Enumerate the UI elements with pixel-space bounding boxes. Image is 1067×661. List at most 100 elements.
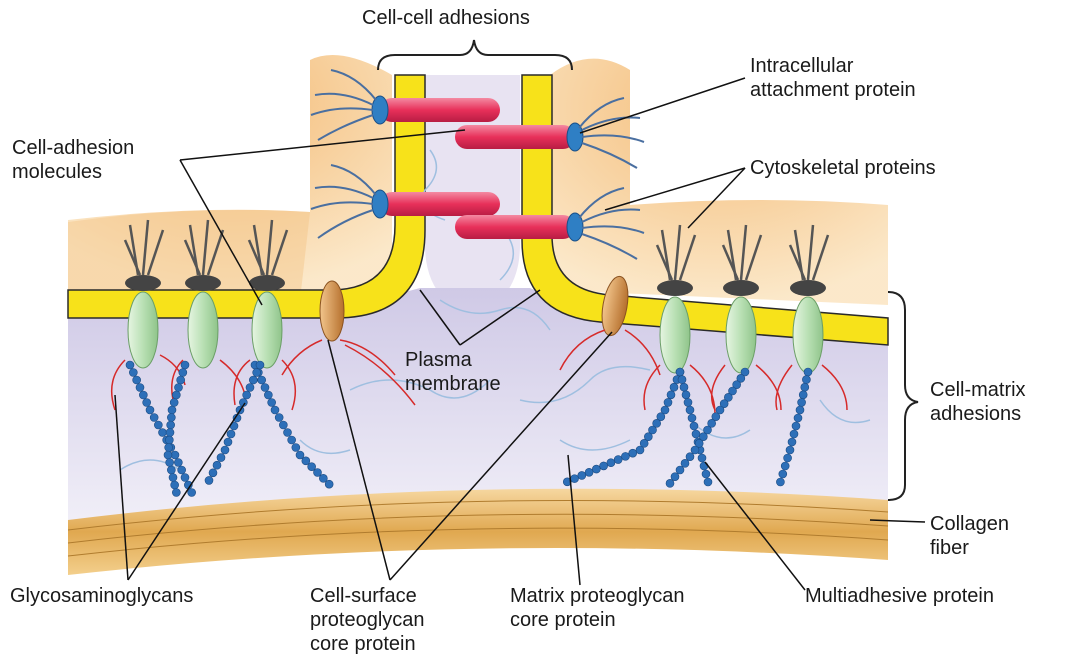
gag-bead: [175, 384, 183, 392]
gag-bead: [174, 459, 182, 467]
gag-bead: [592, 465, 600, 473]
gag-bead: [667, 391, 675, 399]
gag-bead: [801, 383, 809, 391]
gag-bead: [213, 461, 221, 469]
gag-bead: [279, 421, 287, 429]
gag-bead: [686, 406, 694, 414]
gag-bead: [676, 466, 684, 474]
gag-bead: [171, 481, 179, 489]
gag-bead: [578, 471, 586, 479]
gag-bead: [253, 369, 261, 377]
label-cell-surface-proteoglycan-core-protein: Cell-surface proteoglycan core protein: [310, 584, 425, 656]
gag-bead: [159, 429, 167, 437]
gag-bead: [168, 406, 176, 414]
gag-bead: [271, 406, 279, 414]
gag-bead: [786, 446, 794, 454]
gag-bead: [181, 474, 189, 482]
gag-bead: [209, 469, 217, 477]
gag-bead: [167, 466, 175, 474]
gag-bead: [670, 383, 678, 391]
gag-bead: [680, 383, 688, 391]
gag-bead: [146, 406, 154, 414]
label-glycosaminoglycans: Glycosaminoglycans: [10, 584, 193, 608]
gag-bead: [607, 459, 615, 467]
gag-bead: [784, 454, 792, 462]
gag-bead: [585, 468, 593, 476]
gag-bead: [614, 456, 622, 464]
gag-bead: [636, 446, 644, 454]
gag-bead: [205, 476, 213, 484]
gag-bead: [177, 376, 185, 384]
gag-bead: [781, 462, 789, 470]
gag-bead: [681, 459, 689, 467]
gag-bead: [165, 444, 173, 452]
label-collagen-fiber: Collagen fiber: [930, 512, 1009, 560]
label-cell-adhesion-molecules: Cell-adhesion molecules: [12, 136, 134, 184]
gag-bead: [166, 459, 174, 467]
gag-bead: [600, 462, 608, 470]
label-multiadhesive-protein: Multiadhesive protein: [805, 584, 994, 608]
gag-bead: [169, 474, 177, 482]
gag-bead: [792, 422, 800, 430]
gag-bead: [172, 489, 180, 497]
gag-bead: [798, 398, 806, 406]
gag-bead: [256, 361, 264, 369]
gag-bead: [150, 414, 158, 422]
gag-bead: [802, 376, 810, 384]
gag-bead: [671, 473, 679, 481]
gag-bead: [133, 376, 141, 384]
gag-bead: [243, 391, 251, 399]
gag-bead: [249, 376, 257, 384]
gag-bead: [790, 430, 798, 438]
gag-bead: [275, 414, 283, 422]
gag-bead: [799, 391, 807, 399]
gag-bead: [217, 454, 225, 462]
gag-bead: [779, 470, 787, 478]
gag-bead: [704, 478, 712, 486]
gag-bead: [682, 391, 690, 399]
gag-bead: [166, 429, 174, 437]
gag-bead: [221, 446, 229, 454]
gag-bead: [288, 436, 296, 444]
gag-bead: [796, 406, 804, 414]
gag-bead: [776, 478, 784, 486]
gag-bead: [154, 421, 162, 429]
label-intracellular-attachment-protein: Intracellular attachment protein: [750, 54, 916, 102]
gag-bead: [139, 391, 147, 399]
gag-bead: [178, 466, 186, 474]
gag-bead: [788, 438, 796, 446]
gag-bead: [292, 444, 300, 452]
gag-bead: [167, 414, 175, 422]
gag-bead: [692, 430, 700, 438]
gag-bead: [664, 398, 672, 406]
gag-bead: [284, 429, 292, 437]
gag-bead: [629, 449, 637, 457]
label-matrix-proteoglycan-core-protein: Matrix proteoglycan core protein: [510, 584, 685, 632]
gag-bead: [170, 399, 178, 407]
gag-bead: [227, 430, 235, 438]
cell-cell-brace: [378, 40, 572, 70]
gag-bead: [246, 384, 254, 392]
gag-bead: [268, 399, 276, 407]
label-cell-matrix-adhesions: Cell-matrix adhesions: [930, 378, 1026, 426]
gag-bead: [172, 391, 180, 399]
gag-bead: [325, 480, 333, 488]
gag-bead: [143, 399, 151, 407]
gag-bead: [702, 470, 710, 478]
gag-bead: [666, 479, 674, 487]
gag-bead: [688, 414, 696, 422]
gag-bead: [691, 446, 699, 454]
gag-bead: [621, 452, 629, 460]
gag-bead: [136, 384, 144, 392]
gag-bead: [794, 414, 802, 422]
cell-matrix-brace: [888, 292, 918, 500]
gag-bead: [179, 369, 187, 377]
label-cytoskeletal-proteins: Cytoskeletal proteins: [750, 156, 936, 180]
gag-bead: [258, 376, 266, 384]
gag-bead: [804, 368, 812, 376]
gag-bead: [181, 361, 189, 369]
gag-bead: [126, 361, 134, 369]
gag-bead: [188, 489, 196, 497]
label-plasma-membrane: Plasma membrane: [405, 348, 501, 396]
gag-bead: [690, 422, 698, 430]
